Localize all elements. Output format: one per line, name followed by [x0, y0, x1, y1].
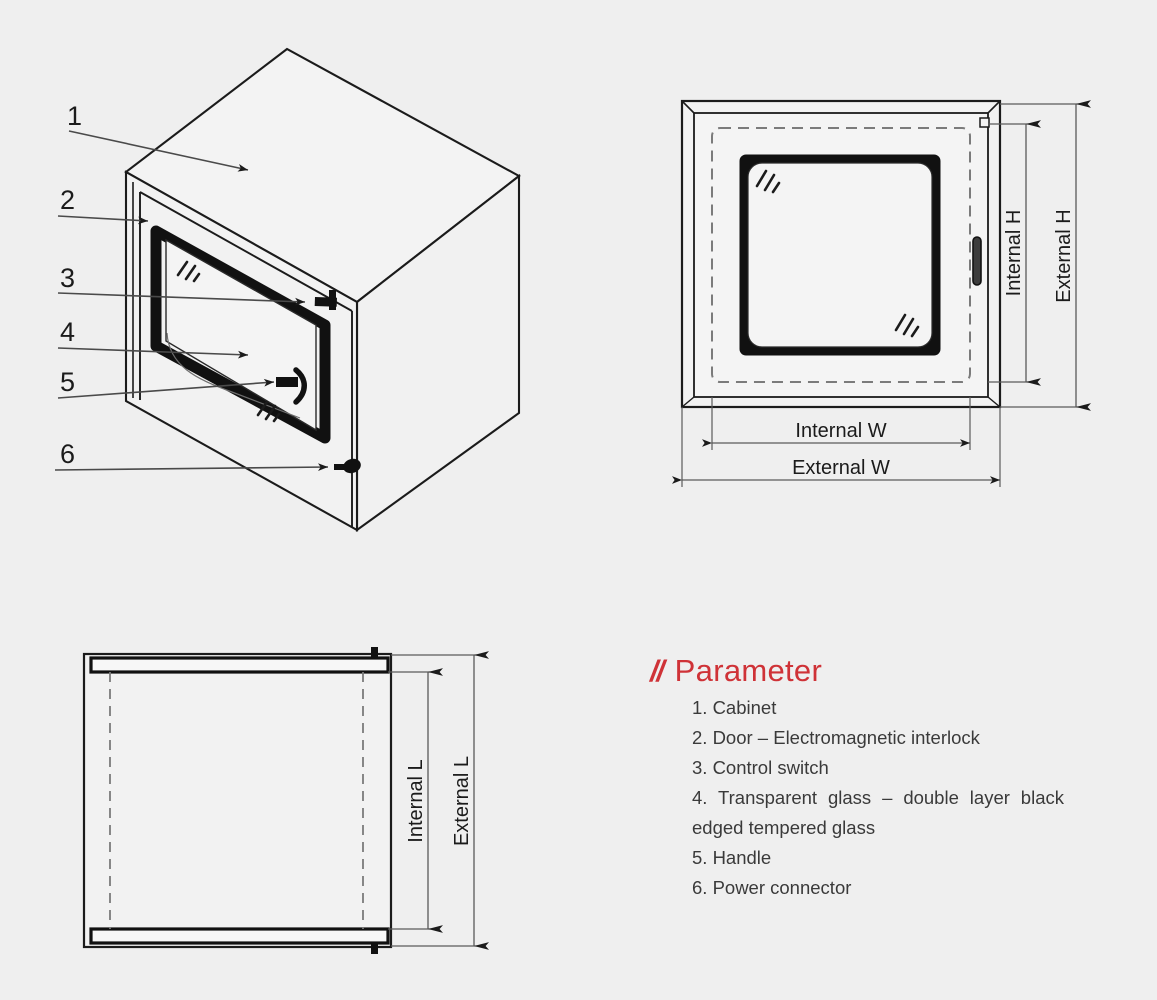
parameter-item-4: 4. Transparent glass – double layer blac… [692, 783, 1064, 843]
top-view-body [82, 652, 393, 949]
callout-number-3: 3 [60, 263, 75, 293]
dim-label-external-w: External W [792, 457, 890, 479]
parameter-item-1: 1. Cabinet [692, 697, 777, 718]
top-view-stub-bottom [371, 942, 378, 954]
double-slash-icon: // [650, 655, 665, 688]
dim-label-internal-h: Internal H [1003, 210, 1025, 297]
parameter-item-3: 3. Control switch [692, 757, 829, 778]
handle[interactable] [293, 367, 307, 405]
front-panel-bevel-top [139, 191, 353, 312]
top-view-front-bar [89, 656, 390, 674]
front-glass-hatch-top [755, 169, 781, 194]
parameter-title: Parameter [674, 653, 823, 688]
top-view: Internal L External L [82, 647, 489, 954]
power-connector[interactable] [341, 457, 362, 476]
callout-number-2: 2 [60, 185, 75, 215]
front-view: Internal H External H Internal W Externa… [672, 99, 1091, 487]
parameter-title-row: // Parameter [650, 655, 1050, 687]
callout-number-6: 6 [60, 439, 75, 469]
front-glass-pane [747, 162, 933, 348]
front-glass-hatch-bottom [894, 313, 920, 338]
front-bevel-tr [987, 100, 1001, 114]
door-glass-border [150, 225, 331, 444]
parameter-list: 1. Cabinet 2. Door – Electromagnetic int… [692, 693, 1064, 903]
callout-number-5: 5 [60, 367, 75, 397]
callout-leader-6 [54, 463, 329, 472]
front-bevel-bl [681, 396, 695, 408]
callout-leader-4 [57, 347, 249, 359]
callout-leader-5 [57, 378, 275, 399]
parameter-item-5: 5. Handle [692, 847, 772, 868]
front-corner-detail [979, 117, 990, 128]
parameter-item-2: 2. Door – Electromagnetic interlock [692, 727, 980, 748]
handle-mount [276, 377, 298, 387]
front-bevel-br [987, 396, 1001, 408]
callout-number-4: 4 [60, 317, 75, 347]
parameter-item-4-text: 4. Transparent glass – double layer blac… [692, 787, 1064, 838]
top-view-stub-top [371, 647, 378, 659]
dim-label-external-l: External L [451, 756, 473, 846]
callout-leader-3 [57, 292, 306, 306]
top-view-rear-bar [89, 927, 390, 945]
glass-reflection-curve [166, 332, 301, 419]
dim-label-internal-l: Internal L [405, 759, 427, 842]
callout-leader-2 [57, 215, 149, 225]
dim-label-external-h: External H [1053, 209, 1075, 302]
isometric-view: 1 2 3 4 5 6 [54, 47, 521, 533]
glass-hatch-icon-top [176, 260, 201, 283]
power-connector-stem [334, 464, 348, 470]
front-bevel-tl [681, 100, 695, 114]
front-handle[interactable] [972, 236, 982, 286]
dim-label-internal-w: Internal W [795, 420, 886, 442]
callout-leader-1 [68, 130, 249, 172]
parameter-panel: // Parameter 1. Cabinet 2. Door – Electr… [650, 655, 1064, 903]
callout-number-1: 1 [67, 101, 82, 131]
glass-hatch-icon-bottom [256, 400, 281, 423]
control-switch-stem [329, 290, 336, 310]
parameter-item-6: 6. Power connector [692, 877, 852, 898]
